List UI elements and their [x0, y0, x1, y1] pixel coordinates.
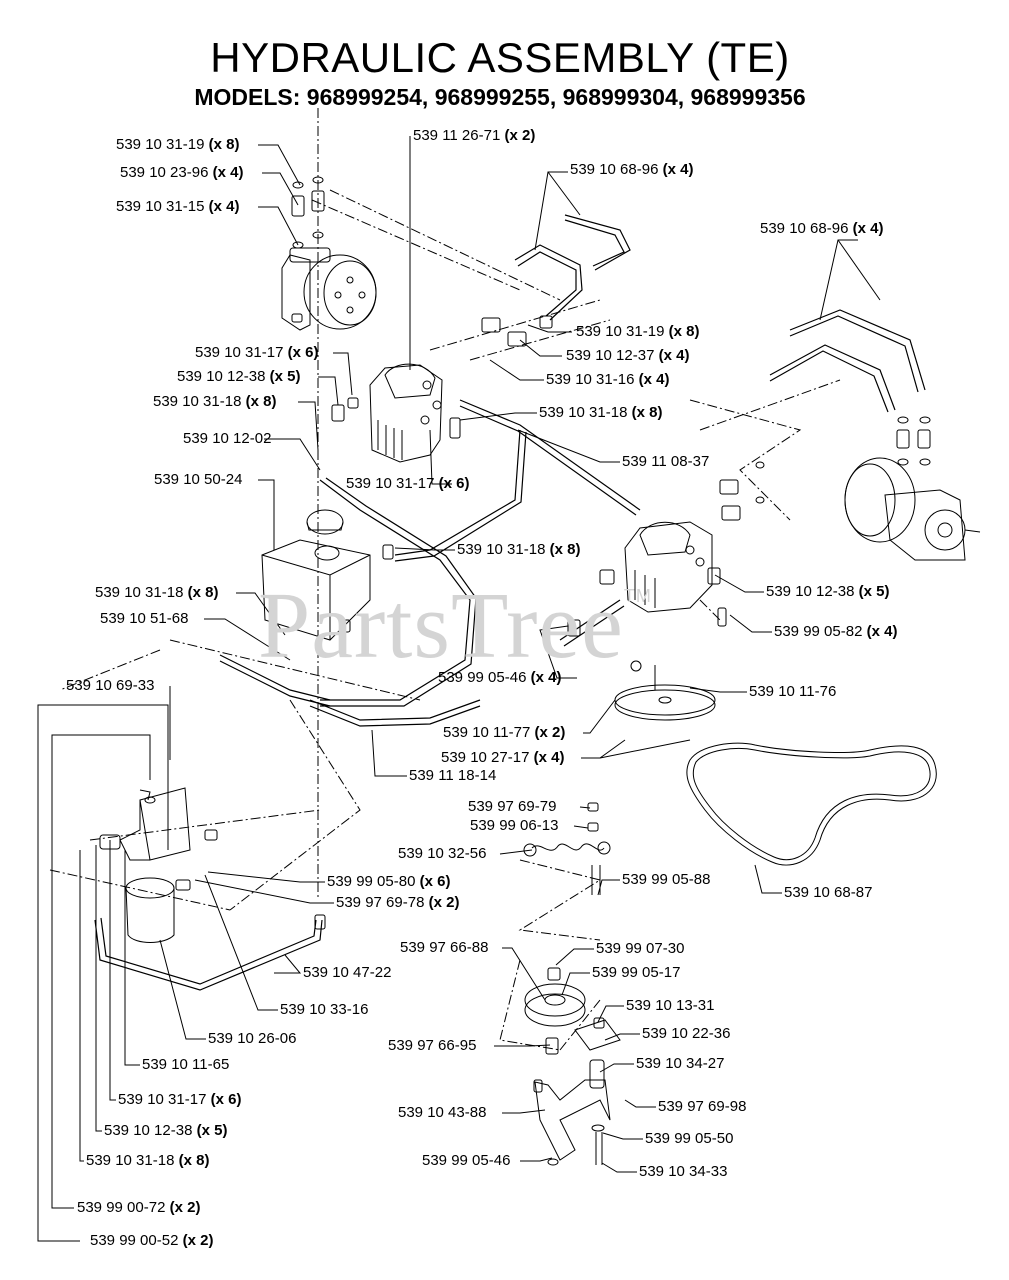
callout-label: 539 10 31-17 (x 6)	[118, 1091, 242, 1108]
callout-label: 539 10 12-37 (x 4)	[566, 347, 690, 364]
models-subtitle: MODELS: 968999254, 968999255, 968999304,…	[194, 84, 806, 110]
callout-label: 539 11 18-14	[409, 767, 497, 784]
callout-label: 539 10 31-18 (x 8)	[457, 541, 581, 558]
callout-label: 539 99 07-30	[596, 940, 685, 957]
hydraulic-tubes	[94, 214, 926, 991]
hydraulic-pump-lower	[599, 521, 727, 627]
callout-label: 539 10 31-17 (x 6)	[346, 475, 470, 492]
pulley-and-belt-system	[524, 665, 937, 1055]
callout-label: 539 97 69-78 (x 2)	[336, 894, 460, 911]
callout-label: 539 10 13-31	[626, 997, 715, 1014]
callout-label: 539 10 68-96 (x 4)	[570, 161, 694, 178]
wheel-motor-right	[844, 416, 981, 561]
callout-label: 539 10 11-65	[142, 1056, 230, 1073]
callout-label: 539 10 23-96 (x 4)	[120, 164, 244, 181]
callout-label: 539 10 68-87	[784, 884, 873, 901]
callout-label: 539 99 05-80 (x 6)	[327, 873, 451, 890]
hydraulic-pump-upper	[331, 363, 461, 463]
callout-label: 539 97 66-88	[400, 939, 489, 956]
callout-label: 539 10 31-18 (x 8)	[153, 393, 277, 410]
callout-label: 539 10 22-36	[642, 1025, 731, 1042]
reservoir-tank	[261, 509, 371, 641]
callout-label: 539 10 11-77 (x 2)	[443, 724, 566, 741]
callout-label: 539 10 51-68	[100, 610, 189, 627]
callout-label: 539 10 31-15 (x 4)	[116, 198, 240, 215]
page-title: HYDRAULIC ASSEMBLY (TE)	[210, 34, 790, 81]
callout-label: 539 99 05-46 (x 4)	[438, 669, 562, 686]
idler-arm-assembly	[523, 802, 621, 1166]
callout-label: 539 10 47-22	[303, 964, 392, 981]
callout-label: 539 10 69-33	[66, 677, 155, 694]
callout-label: 539 10 43-88	[398, 1104, 487, 1121]
callout-label: 539 10 12-38 (x 5)	[766, 583, 890, 600]
callout-label: 539 99 05-17	[592, 964, 681, 981]
callout-label: 539 11 26-71 (x 2)	[413, 127, 536, 144]
callout-label: 539 10 31-16 (x 4)	[546, 371, 670, 388]
callout-label: 539 99 00-72 (x 2)	[77, 1199, 201, 1216]
wheel-motor-left	[281, 176, 377, 331]
callout-label: 539 11 08-37	[622, 453, 710, 470]
tube-fittings	[204, 315, 765, 930]
callout-label: 539 10 68-96 (x 4)	[760, 220, 884, 237]
callout-leader-lines	[37, 136, 881, 1242]
callout-label: 539 99 06-13	[470, 817, 559, 834]
callout-label: 539 10 12-02	[183, 430, 272, 447]
callout-label: 539 10 12-38 (x 5)	[104, 1122, 228, 1139]
callout-label: 539 99 05-50	[645, 1130, 734, 1147]
callout-label: 539 10 11-76	[749, 683, 837, 700]
callout-label: 539 10 26-06	[208, 1030, 297, 1047]
callout-label: 539 99 00-52 (x 2)	[90, 1232, 214, 1249]
callout-label: 539 99 05-46	[422, 1152, 511, 1169]
callout-label: 539 99 05-82 (x 4)	[774, 623, 898, 640]
callout-label: 539 10 50-24	[154, 471, 243, 488]
callout-label: 539 10 34-33	[639, 1163, 728, 1180]
callout-label: 539 10 31-19 (x 8)	[116, 136, 240, 153]
callout-label: 539 10 31-17 (x 6)	[195, 344, 319, 361]
oil-filter-assembly	[99, 787, 191, 943]
callout-label: 539 10 33-16	[280, 1001, 369, 1018]
callout-label: 539 10 31-18 (x 8)	[539, 404, 663, 421]
callout-label: 539 10 12-38 (x 5)	[177, 368, 301, 385]
assembly-guide-lines	[49, 108, 841, 1051]
callout-label: 539 97 69-98	[658, 1098, 747, 1115]
callout-label: 539 99 05-88	[622, 871, 711, 888]
callout-label: 539 10 31-18 (x 8)	[95, 584, 219, 601]
callout-label: 539 97 66-95	[388, 1037, 477, 1054]
callout-label: 539 10 32-56	[398, 845, 487, 862]
callout-label: 539 10 34-27	[636, 1055, 725, 1072]
callout-label: 539 10 31-18 (x 8)	[86, 1152, 210, 1169]
callout-label: 539 97 69-79	[468, 798, 557, 815]
callout-label: 539 10 31-19 (x 8)	[576, 323, 700, 340]
callout-label: 539 10 27-17 (x 4)	[441, 749, 565, 766]
watermark: PartsTreeTM	[258, 574, 652, 678]
